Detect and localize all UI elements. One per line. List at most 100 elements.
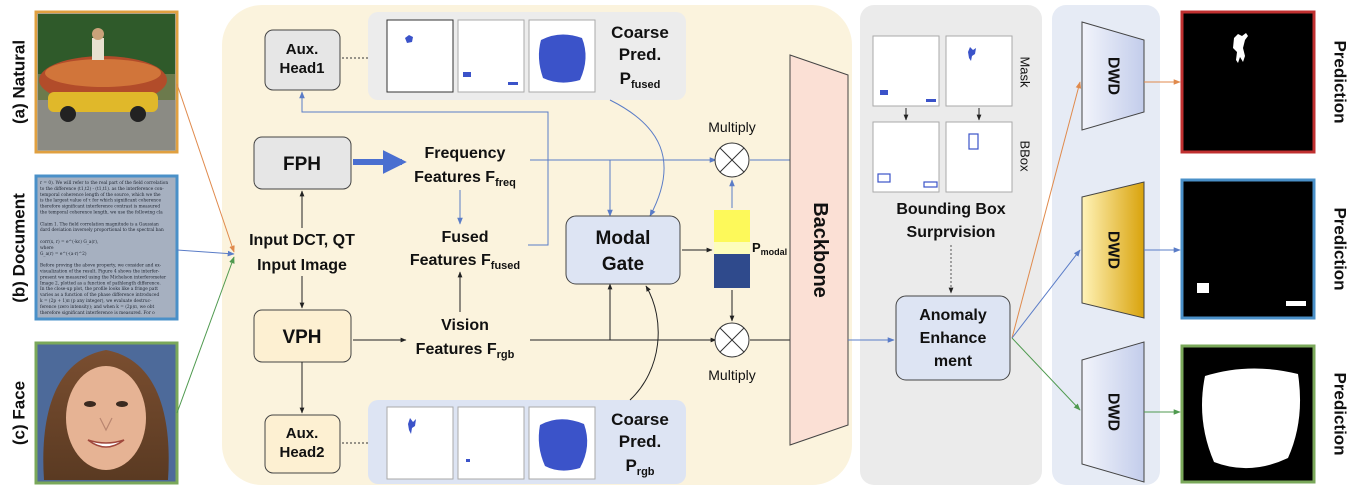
- fused-sub: fused: [491, 260, 520, 272]
- aux-head2-line2: Head2: [279, 444, 324, 461]
- arrow-document-to-input: [176, 249, 235, 257]
- natural-label: (a) Natural: [10, 40, 29, 124]
- coarse-pred-bottom: Coarse Pred. Prgb: [368, 400, 686, 484]
- aux-head1-line1: Aux.: [286, 41, 319, 58]
- coarse-top-p: Pfused: [620, 69, 661, 91]
- document-text-line: therefore significant interference is me…: [40, 311, 155, 316]
- aux-head2-box: Aux. Head2: [264, 414, 341, 474]
- fph-label: FPH: [283, 154, 321, 175]
- prediction-label-3: Prediction: [1331, 372, 1350, 455]
- coarse-bottom-line1: Coarse: [611, 410, 669, 429]
- multiply-top-label: Multiply: [708, 119, 755, 135]
- coarse-bottom-sub: rgb: [637, 466, 655, 478]
- dwd-decoder-1: DWD: [1081, 21, 1145, 131]
- curve-prgb-to-gate: [629, 285, 659, 401]
- document-text-line: present we measured using the Michelson …: [40, 275, 167, 280]
- aux-head1-box: Aux. Head1: [264, 29, 341, 91]
- p-modal-bar: Pmodal: [714, 210, 787, 288]
- document-text-line: temporal coherence length of the source,…: [40, 193, 161, 198]
- vision-features: Vision Features Frgb: [416, 317, 515, 361]
- coarse-pred-top: Coarse Pred. Pfused: [368, 12, 686, 100]
- anomaly-line3: ment: [934, 353, 973, 370]
- document-text-line: therefore significant interference contr…: [40, 205, 160, 210]
- face-image: [34, 341, 179, 485]
- dwd-label-3: DWD: [1105, 393, 1122, 431]
- document-text-line: dard deviation inversely proportional to…: [40, 228, 164, 233]
- freq-sub: freq: [495, 177, 516, 189]
- input-text-line2: Input Image: [257, 257, 347, 274]
- arrow-anomaly-to-dwd3: [1011, 337, 1081, 411]
- document-text-line: In the close-up plot, the profile looks …: [40, 287, 158, 292]
- anomaly-line2: Enhance: [920, 330, 987, 347]
- modal-gate-line2: Gate: [602, 254, 644, 275]
- document-text-line: k = (2p + 1)π (p any integer), we evalua…: [40, 299, 152, 304]
- document-text-line: varies as a function of the phase differ…: [39, 293, 159, 298]
- multiply-bottom-icon: [714, 322, 750, 358]
- mask-bbox-panel: Mask BBox: [872, 35, 1033, 193]
- modal-gate-box: Modal Gate: [565, 215, 681, 285]
- arrow-anomaly-to-dwd2: [1011, 249, 1081, 339]
- vision-line1: Vision: [441, 317, 489, 334]
- coarse-top-line1: Coarse: [611, 23, 669, 42]
- fused-features: Fused Features Ffused: [410, 229, 520, 272]
- document-text-line: corr(x, r) = e^(-kc) G_a(r),: [40, 240, 98, 245]
- document-text-line: the temporal coherence length, we use th…: [40, 211, 163, 216]
- aux-head2-line1: Aux.: [286, 425, 319, 442]
- coarse-bottom-line2: Pred.: [619, 432, 662, 451]
- vph-box: VPH: [253, 309, 352, 363]
- arrow-natural-to-input: [176, 83, 235, 253]
- p-modal-label: Pmodal: [752, 240, 787, 257]
- document-label: (b) Document: [10, 193, 29, 303]
- document-text-line: ference (zero intensity); and when k = (…: [40, 305, 155, 310]
- prediction-document: [1180, 178, 1316, 320]
- natural-image: [34, 10, 179, 154]
- multiply-top-icon: [714, 142, 750, 178]
- vph-label: VPH: [282, 327, 321, 348]
- modal-gate-line1: Modal: [596, 228, 651, 249]
- dwd-decoder-2: DWD: [1081, 181, 1145, 319]
- freq-features: Frequency Features Ffreq: [414, 145, 516, 189]
- document-text-line: is the largest value of τ for which sign…: [40, 199, 161, 204]
- document-text-line: r = 0). We will refer to the real part o…: [40, 181, 168, 186]
- document-text-line: G_a(r) = e^(-(a·r)^2): [40, 252, 87, 257]
- path-fused-to-aux1: [299, 91, 549, 246]
- dwd-label-1: DWD: [1105, 57, 1122, 95]
- anomaly-enhancement-box: Anomaly Enhance ment: [895, 295, 1011, 381]
- freq-line1: Frequency: [425, 145, 506, 162]
- coarse-bottom-p: Prgb: [625, 456, 654, 478]
- arrow-anomaly-to-dwd1: [1011, 81, 1082, 339]
- bbox-supervision-line1: Bounding Box: [896, 201, 1005, 218]
- prediction-label-2: Prediction: [1331, 207, 1350, 290]
- bbox-supervision-line2: Surprvision: [907, 224, 996, 241]
- vision-line2: Features Frgb: [416, 341, 515, 361]
- document-text-line: visualization of the result. Figure 4 sh…: [39, 270, 160, 275]
- face-label: (c) Face: [10, 381, 29, 445]
- aux-head1-line2: Head1: [279, 60, 324, 77]
- document-text-line: Image 2, plotted as a function of pathle…: [40, 281, 161, 286]
- document-text-line: Claim 1. The field correlation magnitude…: [40, 222, 159, 227]
- dwd-decoder-3: DWD: [1081, 341, 1145, 483]
- freq-line2: Features Ffreq: [414, 169, 516, 189]
- curve-pfused-to-gate: [609, 99, 665, 217]
- document-text-line: Before proving the above property, we co…: [40, 264, 162, 269]
- dwd-label-2: DWD: [1105, 231, 1122, 269]
- document-image: r = 0). We will refer to the real part o…: [34, 174, 179, 321]
- multiply-bottom-label: Multiply: [708, 367, 755, 383]
- mask-label: Mask: [1018, 56, 1033, 88]
- input-text: Input DCT, QT Input Image: [249, 232, 355, 274]
- p-modal-sub: modal: [761, 247, 788, 257]
- coarse-top-line2: Pred.: [619, 45, 662, 64]
- document-text-line: where: [40, 246, 54, 251]
- arrow-face-to-input: [176, 256, 235, 414]
- document-text-line: to the difference (t1,t2) - (t1,t1). as …: [40, 187, 164, 192]
- backbone-label: Backbone: [809, 202, 831, 298]
- fph-box: FPH: [253, 136, 352, 190]
- fused-line2: Features Ffused: [410, 252, 520, 272]
- input-text-line1: Input DCT, QT: [249, 232, 355, 249]
- prediction-natural: [1180, 10, 1316, 154]
- anomaly-line1: Anomaly: [919, 307, 987, 324]
- backbone-block: Backbone: [789, 54, 849, 446]
- prediction-label-1: Prediction: [1331, 40, 1350, 123]
